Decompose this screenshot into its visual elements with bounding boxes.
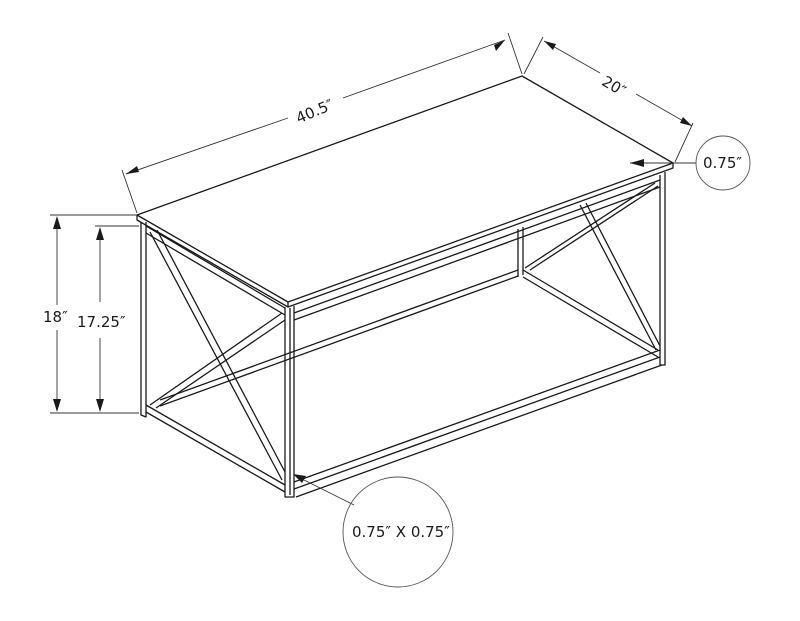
right-side-frame (522, 172, 666, 366)
top-thickness-callout (630, 135, 751, 191)
back-rails (159, 179, 661, 407)
front-bottom-rail (293, 349, 663, 498)
total-height-label: 18″ (43, 308, 68, 326)
tube-size-label: 0.75″ X 0.75″ (352, 523, 450, 541)
tube-size-callout (293, 474, 454, 588)
left-side-frame (140, 222, 295, 498)
frame-height-label: 17.25″ (77, 313, 126, 331)
width-dimension-line (523, 36, 694, 163)
total-height-dimension-line (50, 214, 139, 414)
frame-height-dimension-line (95, 225, 139, 412)
length-dimension-line (121, 32, 523, 214)
top-thickness-label: 0.75″ (703, 154, 743, 172)
